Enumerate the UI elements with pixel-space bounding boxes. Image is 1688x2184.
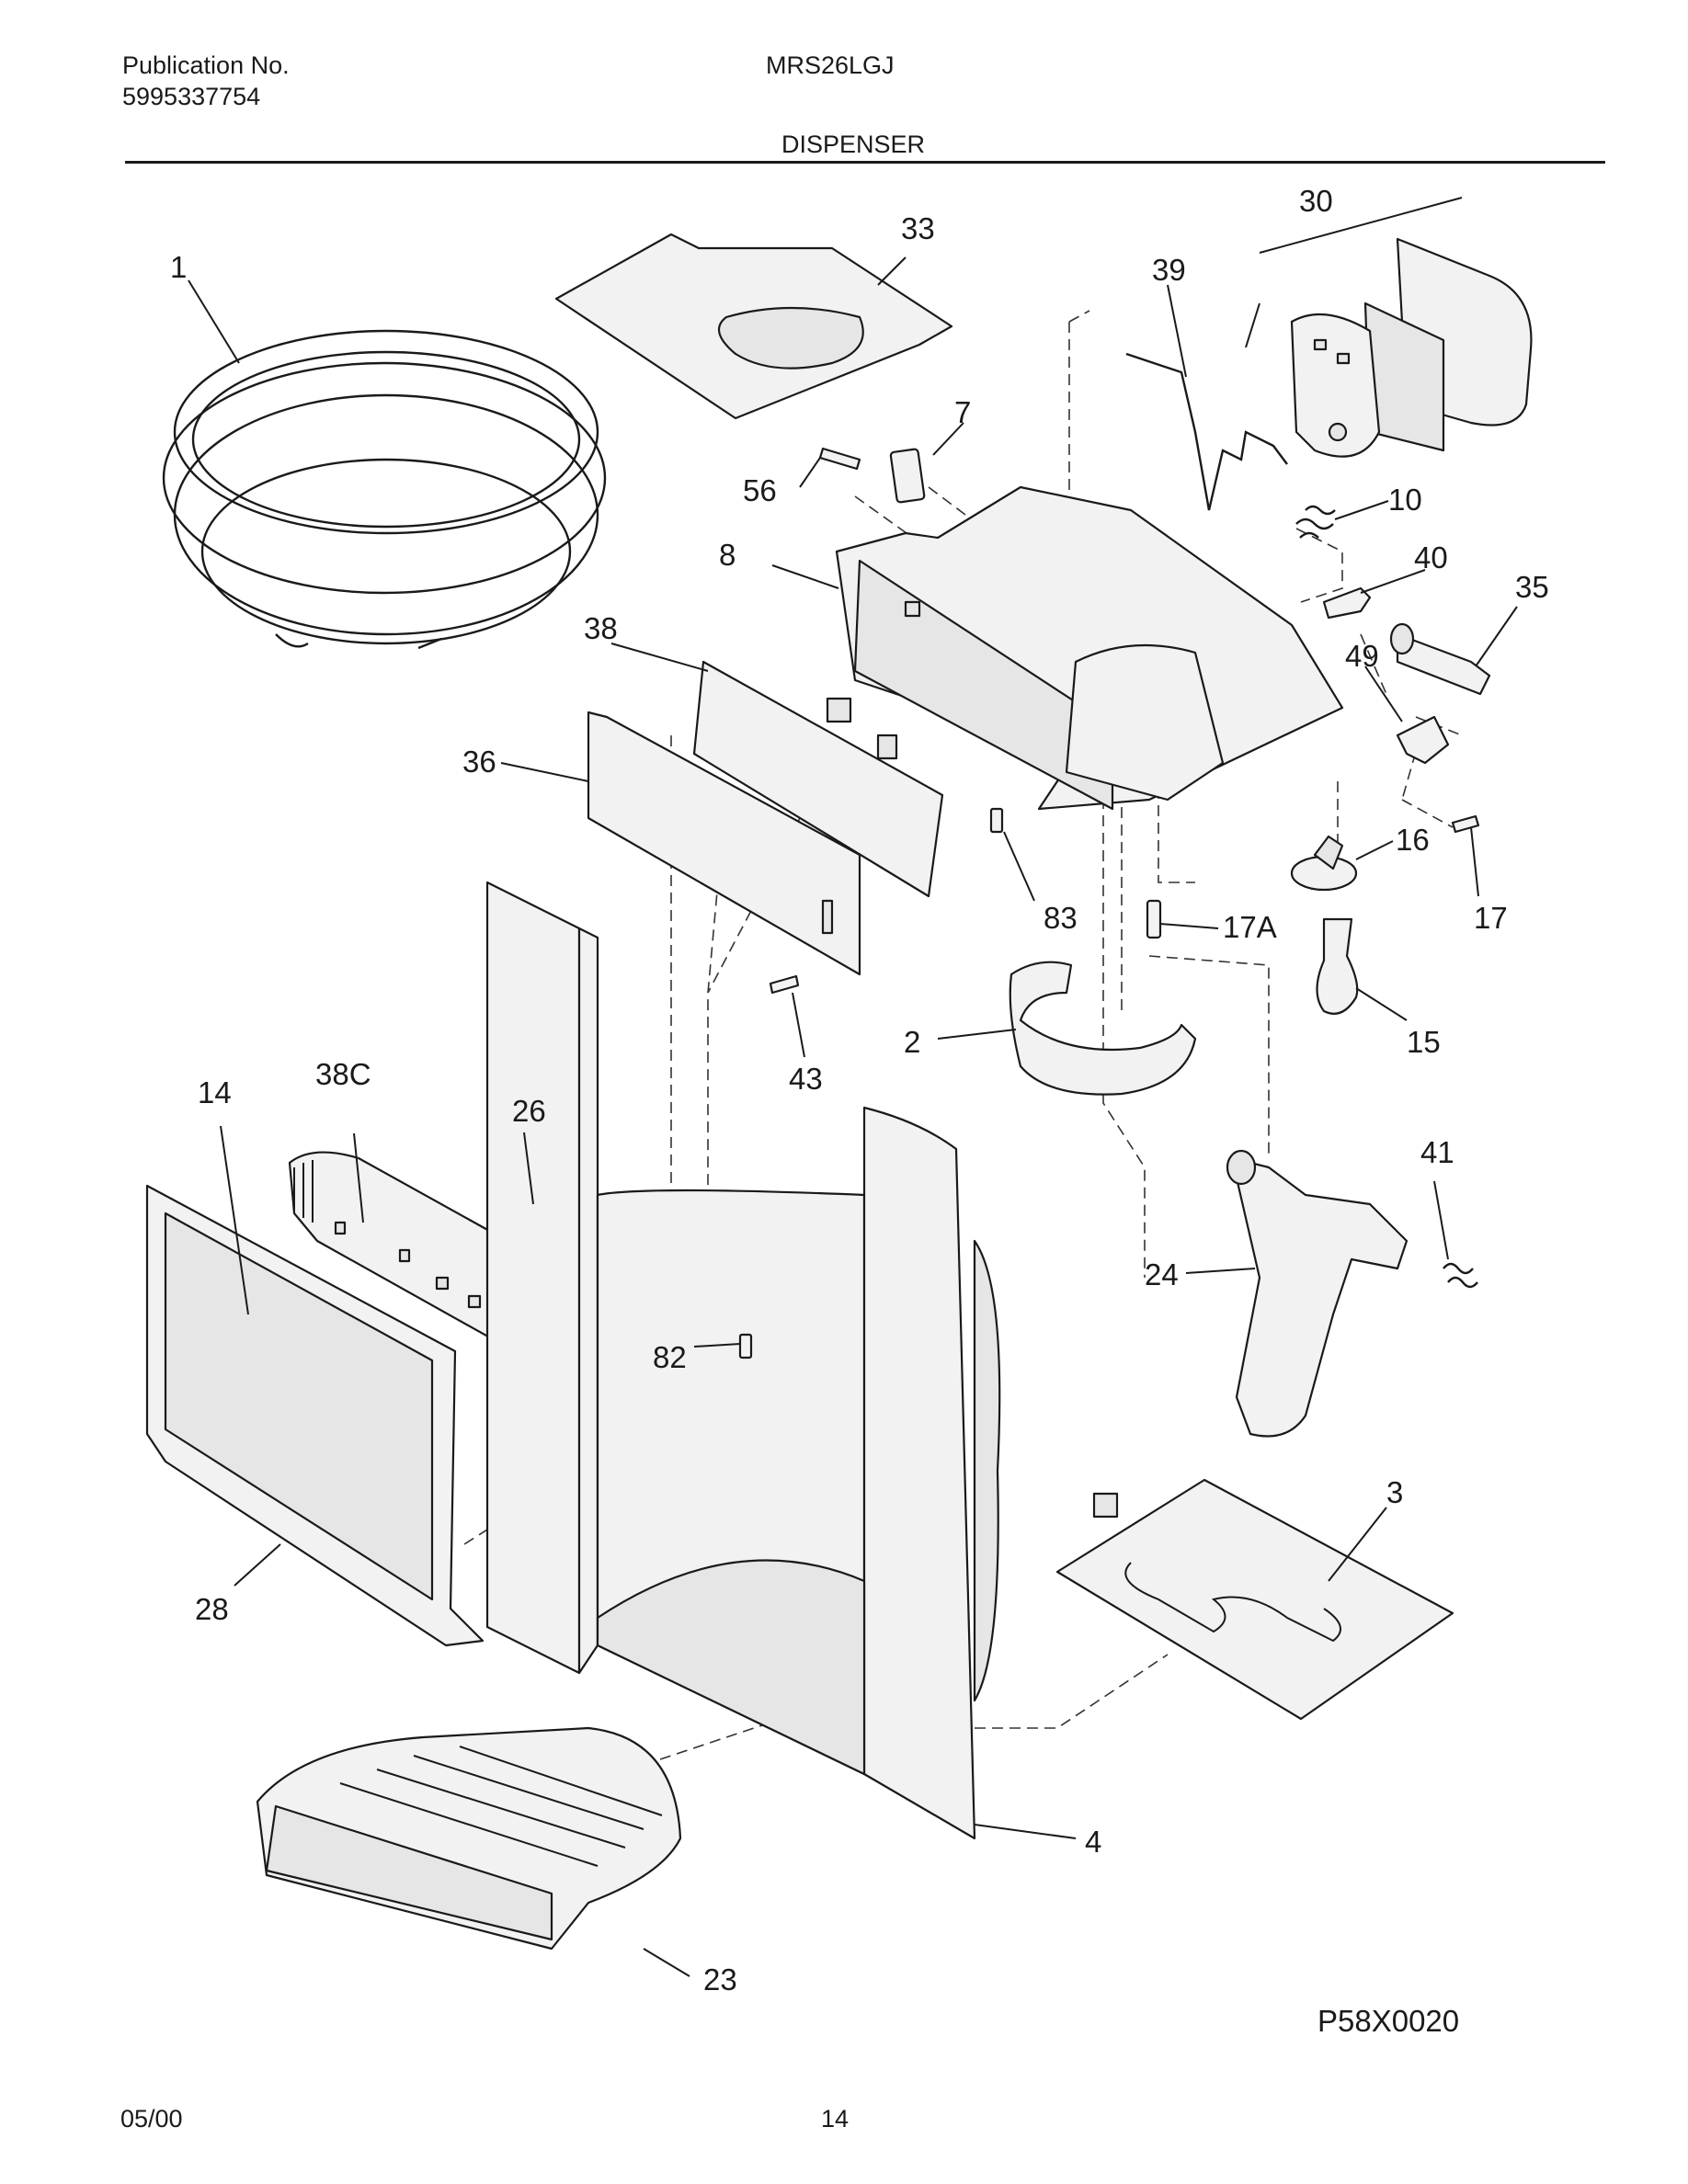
part-38-control-board [692,660,944,898]
page-number: 14 [821,2105,850,2133]
part-56-screw [818,447,861,471]
publication-label: Publication No. [122,51,290,79]
part-17a-screw [1146,899,1162,939]
label-49: 49 [1345,639,1379,673]
label-16: 16 [1396,823,1430,857]
header-rule [125,161,1605,164]
part-14-lens [164,1211,434,1601]
section-title: DISPENSER [781,131,926,158]
figure-code: P58X0020 [1317,2004,1460,2038]
label-15: 15 [1407,1025,1441,1059]
label-30: 30 [1299,184,1333,218]
part-33-cover-plate [554,233,953,420]
part-labels: 1 2 3 4 7 8 10 14 15 16 17 17A 23 24 26 … [170,184,1549,1996]
label-56: 56 [743,473,777,507]
part-3-heater-plate [1055,1478,1454,1721]
label-17: 17 [1474,901,1508,935]
part-39-actuator-wire [1125,352,1288,511]
part-24-actuator [1226,1149,1409,1438]
part-2-ring [1009,961,1197,1096]
label-83: 83 [1044,901,1078,935]
publication-date: 05/00 [120,2105,183,2133]
part-36-panel [587,711,861,976]
label-2: 2 [904,1025,920,1059]
part-30-flap-assembly [1245,197,1533,458]
label-82: 82 [653,1340,687,1374]
label-38c: 38C [315,1057,371,1091]
leader-lines [188,256,1518,1977]
label-3: 3 [1386,1475,1403,1509]
label-14: 14 [198,1075,232,1109]
label-8: 8 [719,538,736,572]
part-40-pin [1322,586,1372,620]
part-8-housing [835,485,1344,811]
part-82-screw [738,1333,753,1359]
part-43-screw [769,974,800,995]
part-15-nozzle [1316,917,1359,1015]
label-7: 7 [954,395,971,429]
label-24: 24 [1145,1257,1179,1291]
label-38: 38 [584,611,618,645]
label-28: 28 [195,1592,229,1626]
part-83-screw [989,807,1004,834]
publication-number: 5995337754 [122,83,261,110]
label-33: 33 [901,211,935,245]
part-1-tubing-coil [162,329,607,650]
part-7-switch [889,448,926,504]
part-35-solenoid-rod [1389,622,1491,696]
part-10-spring [1295,505,1336,539]
part-49-bracket [1396,715,1450,765]
part-23-drip-tray [256,1726,682,1951]
label-36: 36 [462,745,496,779]
label-43: 43 [789,1062,823,1096]
label-41: 41 [1420,1135,1454,1169]
label-4: 4 [1085,1825,1101,1859]
part-16-knob [1290,835,1358,892]
model-number: MRS26LGJ [766,51,895,79]
part-4-main-housing [485,881,1001,1840]
part-41-spring [1443,1262,1478,1289]
label-17a: 17A [1223,910,1277,944]
part-17-screw [1451,814,1480,834]
label-10: 10 [1388,483,1422,517]
label-35: 35 [1515,570,1549,604]
label-39: 39 [1152,253,1186,287]
label-23: 23 [703,1962,737,1996]
label-40: 40 [1414,540,1448,574]
label-26: 26 [512,1094,546,1128]
label-1: 1 [170,250,187,284]
